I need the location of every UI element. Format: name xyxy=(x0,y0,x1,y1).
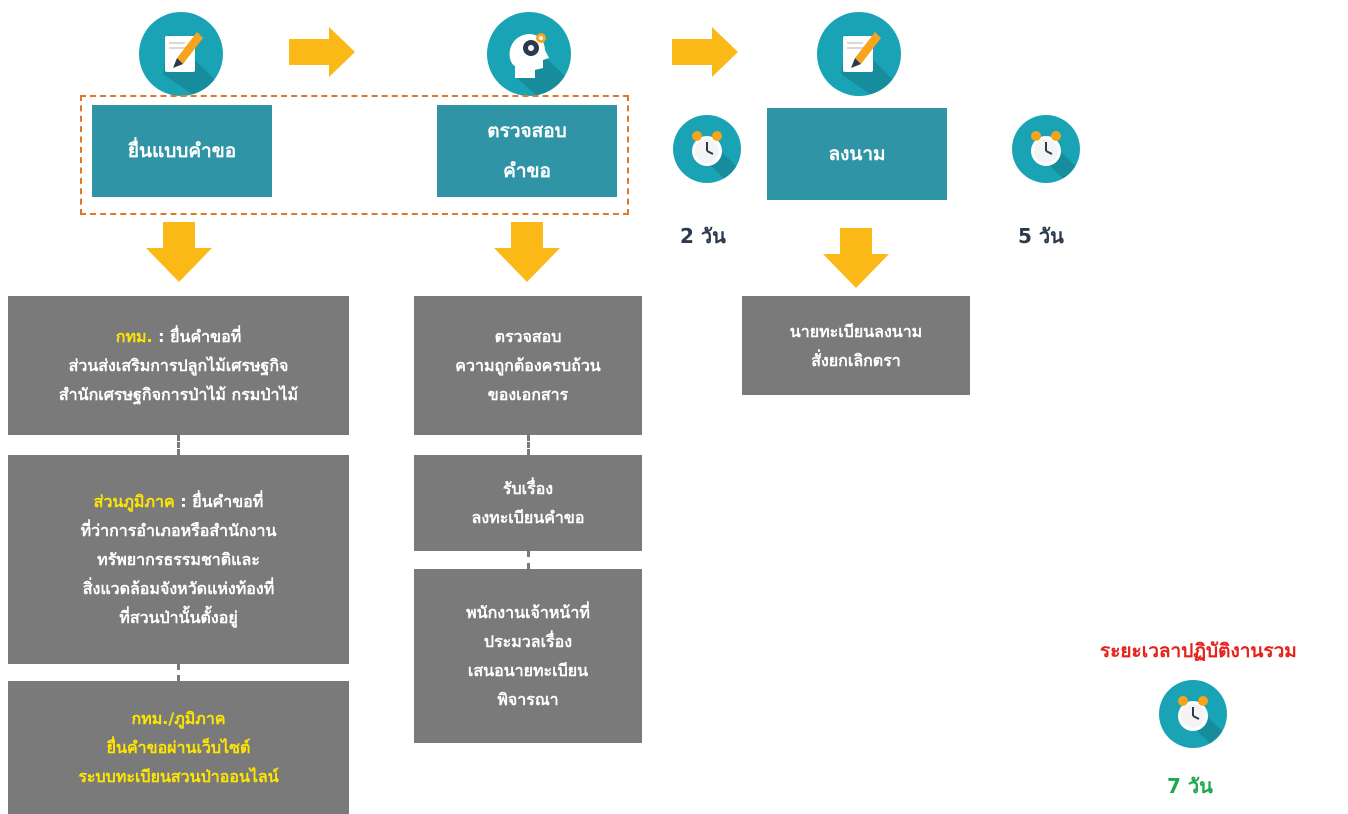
check-receive-box: รับเรื่อง ลงทะเบียนคำขอ xyxy=(414,455,642,551)
regional-line4: สิ่งแวดล้อมจังหวัดแห่งท้องที่ xyxy=(82,579,275,598)
receive-line1: รับเรื่อง xyxy=(502,479,554,498)
sign-line1: นายทะเบียนลงนาม xyxy=(789,321,923,341)
bangkok-line3: สำนักเศรษฐกิจการป่าไม้ กรมป่าไม้ xyxy=(58,385,299,404)
process-line2: ประมวลเรื่อง xyxy=(483,632,573,651)
verify-line1: ตรวจสอบ xyxy=(494,327,562,346)
submit-regional-box: ส่วนภูมิภาค : ยื่นคำขอที่ ที่ว่าการอำเภอ… xyxy=(8,455,349,664)
submit-check-group xyxy=(80,95,629,215)
regional-line5: ที่สวนป่านั้นตั้งอยู่ xyxy=(119,608,238,627)
down-arrow-icon xyxy=(146,222,212,282)
total-duration-title: ระยะเวลาปฏิบัติงานรวม xyxy=(1100,640,1297,662)
sign-line2: สั่งยกเลิกตรา xyxy=(811,350,901,370)
receive-line2: ลงทะเบียนคำขอ xyxy=(471,508,585,527)
document-pen-icon xyxy=(817,12,901,96)
connector-line xyxy=(177,664,180,681)
connector-line xyxy=(527,551,530,569)
step-check-label-line2: คำขอ xyxy=(503,160,551,182)
step-check-label-line1: ตรวจสอบ xyxy=(487,120,567,142)
process-line1: พนักงานเจ้าหน้าที่ xyxy=(466,603,590,622)
submit-bangkok-box: กทม. : ยื่นคำขอที่ ส่วนส่งเสริมการปลูกไม… xyxy=(8,296,349,435)
step-sign-box: ลงนาม xyxy=(767,108,947,200)
connector-line xyxy=(177,435,180,455)
head-gear-icon xyxy=(487,12,571,96)
sign-duration: 5 วัน xyxy=(1018,224,1064,248)
bangkok-line1: : ยื่นคำขอที่ xyxy=(152,327,242,346)
regional-line1: : ยื่นคำขอที่ xyxy=(174,492,264,511)
right-arrow-icon xyxy=(289,27,355,77)
bangkok-line2: ส่วนส่งเสริมการปลูกไม้เศรษฐกิจ xyxy=(68,356,289,375)
regional-line2: ที่ว่าการอำเภอหรือสำนักงาน xyxy=(80,521,277,540)
check-process-box: พนักงานเจ้าหน้าที่ ประมวลเรื่อง เสนอนายท… xyxy=(414,569,642,743)
right-arrow-icon xyxy=(672,27,738,77)
connector-line xyxy=(527,435,530,455)
check-verify-box: ตรวจสอบ ความถูกต้องครบถ้วน ของเอกสาร xyxy=(414,296,642,435)
process-line4: พิจารณา xyxy=(497,690,559,709)
sign-detail-box: นายทะเบียนลงนาม สั่งยกเลิกตรา xyxy=(742,296,970,395)
process-line3: เสนอนายทะเบียน xyxy=(467,661,589,680)
alarm-clock-icon xyxy=(673,115,741,183)
step-sign-label: ลงนาม xyxy=(828,143,886,165)
online-line2: ยื่นคำขอผ่านเว็บไซต์ xyxy=(106,738,251,757)
down-arrow-icon xyxy=(823,228,889,288)
verify-line2: ความถูกต้องครบถ้วน xyxy=(455,356,601,375)
online-line3: ระบบทะเบียนสวนป่าออนไลน์ xyxy=(78,767,279,786)
check-duration: 2 วัน xyxy=(680,224,726,248)
regional-line3: ทรัพยากรธรรมชาติและ xyxy=(97,550,260,569)
step-submit-label: ยื่นแบบคำขอ xyxy=(127,140,237,162)
alarm-clock-icon xyxy=(1012,115,1080,183)
alarm-clock-icon xyxy=(1159,680,1227,748)
verify-line3: ของเอกสาร xyxy=(487,385,569,404)
total-duration-days: 7 วัน xyxy=(1167,774,1213,798)
step-check-box: ตรวจสอบ คำขอ xyxy=(437,105,617,197)
bangkok-prefix: กทม. xyxy=(115,327,153,346)
submit-online-box: กทม./ภูมิภาค ยื่นคำขอผ่านเว็บไซต์ ระบบทะ… xyxy=(8,681,349,814)
document-pen-icon xyxy=(139,12,223,96)
regional-prefix: ส่วนภูมิภาค xyxy=(93,492,175,511)
online-line1: กทม./ภูมิภาค xyxy=(131,709,226,728)
down-arrow-icon xyxy=(494,222,560,282)
step-submit-box: ยื่นแบบคำขอ xyxy=(92,105,272,197)
